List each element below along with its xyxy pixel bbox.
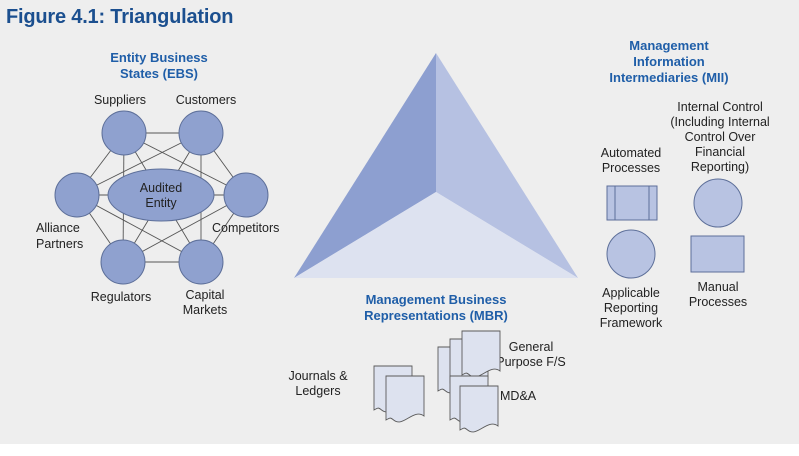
bottom-strip (0, 444, 799, 456)
audited-entity-label-line2: Entity (145, 196, 177, 210)
mii-header-line1: Management (629, 38, 709, 53)
mii-header-line3: Intermediaries (MII) (609, 70, 728, 85)
internal-control-label-line2: (Including Internal (670, 115, 769, 129)
automated-processes-label-line1: Automated (601, 146, 662, 160)
ebs-header-line2: States (EBS) (120, 66, 198, 81)
internal-control-label-line5: Reporting) (691, 160, 749, 174)
customers-node (178, 110, 224, 156)
competitors-label: Competitors (212, 221, 279, 235)
mbr-header-line2: Representations (MBR) (364, 308, 508, 323)
applicable-framework-shape (606, 229, 656, 279)
triangulation-triangle (294, 53, 578, 278)
document-icons (373, 330, 501, 433)
general-purpose-doc-3 (461, 330, 501, 378)
mdna-doc-front (459, 385, 499, 433)
figure-title: Figure 4.1: Triangulation (6, 6, 234, 28)
mdna-label: MD&A (500, 389, 537, 403)
alliance-partners-node (54, 172, 100, 218)
capital-markets-label-line1: Capital (186, 288, 225, 302)
applicable-framework-label-line2: Reporting (604, 301, 658, 315)
suppliers-label: Suppliers (94, 93, 146, 107)
audited-entity-node (107, 168, 215, 222)
journals-label-line2: Ledgers (295, 384, 340, 398)
alliance-partners-label-line2: Partners (36, 237, 83, 251)
customers-label: Customers (176, 93, 236, 107)
internal-control-label-line1: Internal Control (677, 100, 762, 114)
triangle-left-facet (294, 53, 436, 278)
applicable-framework-label-line3: Framework (600, 316, 663, 330)
general-purpose-label-line1: General (509, 340, 553, 354)
mbr-header-line1: Management Business (366, 292, 507, 307)
internal-control-shape (693, 178, 743, 228)
alliance-partners-label-line1: Alliance (36, 221, 80, 235)
journals-doc-front (385, 375, 425, 423)
triangle-right-facet (436, 53, 578, 278)
internal-control-label-line4: Financial (695, 145, 745, 159)
manual-processes-label-line2: Processes (689, 295, 747, 309)
mii-header-line2: Information (633, 54, 705, 69)
audited-entity-label-line1: Audited (140, 181, 182, 195)
regulators-node (100, 239, 146, 285)
applicable-framework-label-line1: Applicable (602, 286, 660, 300)
automated-processes-shape (606, 185, 658, 221)
suppliers-node (101, 110, 147, 156)
competitors-node (223, 172, 269, 218)
ebs-header-line1: Entity Business (110, 50, 208, 65)
capital-markets-node (178, 239, 224, 285)
general-purpose-label-line2: Purpose F/S (496, 355, 565, 369)
manual-processes-label-line1: Manual (698, 280, 739, 294)
automated-processes-label-line2: Processes (602, 161, 660, 175)
regulators-label: Regulators (91, 290, 151, 304)
manual-processes-shape (690, 235, 745, 273)
internal-control-label-line3: Control Over (685, 130, 756, 144)
capital-markets-label-line2: Markets (183, 303, 227, 317)
journals-label-line1: Journals & (288, 369, 348, 383)
triangle-bottom-facet (294, 192, 578, 278)
